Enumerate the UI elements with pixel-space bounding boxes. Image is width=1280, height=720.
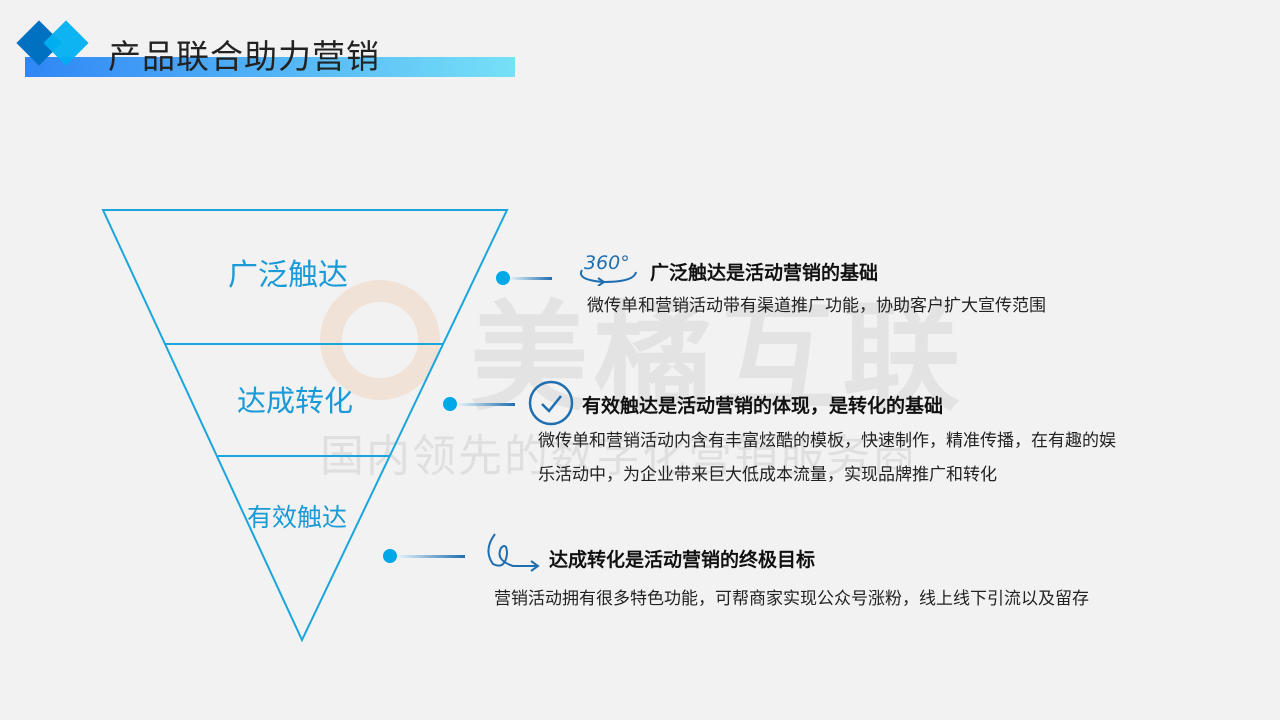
point-desc: 乐活动中，为企业带来巨大低成本流量，实现品牌推广和转化: [538, 465, 997, 485]
connector-dot: [383, 549, 397, 563]
watermark-brand: 美橘互联: [470, 289, 967, 427]
funnel-level-2: 达成转化: [237, 384, 354, 418]
point-heading: 有效触达是活动营销的体现，是转化的基础: [582, 395, 944, 417]
connector-line: [397, 555, 465, 558]
title-bar: [25, 57, 515, 77]
page-title: 产品联合助力营销: [108, 37, 380, 76]
watermark-slogan: 国内领先的数字化营销服务商: [320, 431, 918, 482]
loop-arrow-icon: [487, 533, 540, 572]
connector-line: [510, 277, 552, 280]
funnel-level-3: 有效触达: [247, 503, 348, 532]
point-heading: 达成转化是活动营销的终极目标: [549, 549, 816, 571]
point-desc: 营销活动拥有很多特色功能，可帮商家实现公众号涨粉，线上线下引流以及留存: [494, 589, 1089, 609]
360-rotate-icon: 360°: [574, 250, 640, 286]
connector-dot: [443, 397, 457, 411]
point-heading: 广泛触达是活动营销的基础: [650, 262, 879, 284]
point-desc: 微传单和营销活动带有渠道推广功能，协助客户扩大宣传范围: [587, 296, 1046, 316]
point-desc: 微传单和营销活动内含有丰富炫酷的模板，快速制作，精准传播，在有趣的娱: [538, 431, 1116, 451]
check-circle-icon: [528, 380, 574, 426]
funnel-level-1: 广泛触达: [228, 258, 348, 293]
connector-dot: [496, 271, 510, 285]
connector-line: [457, 403, 515, 406]
